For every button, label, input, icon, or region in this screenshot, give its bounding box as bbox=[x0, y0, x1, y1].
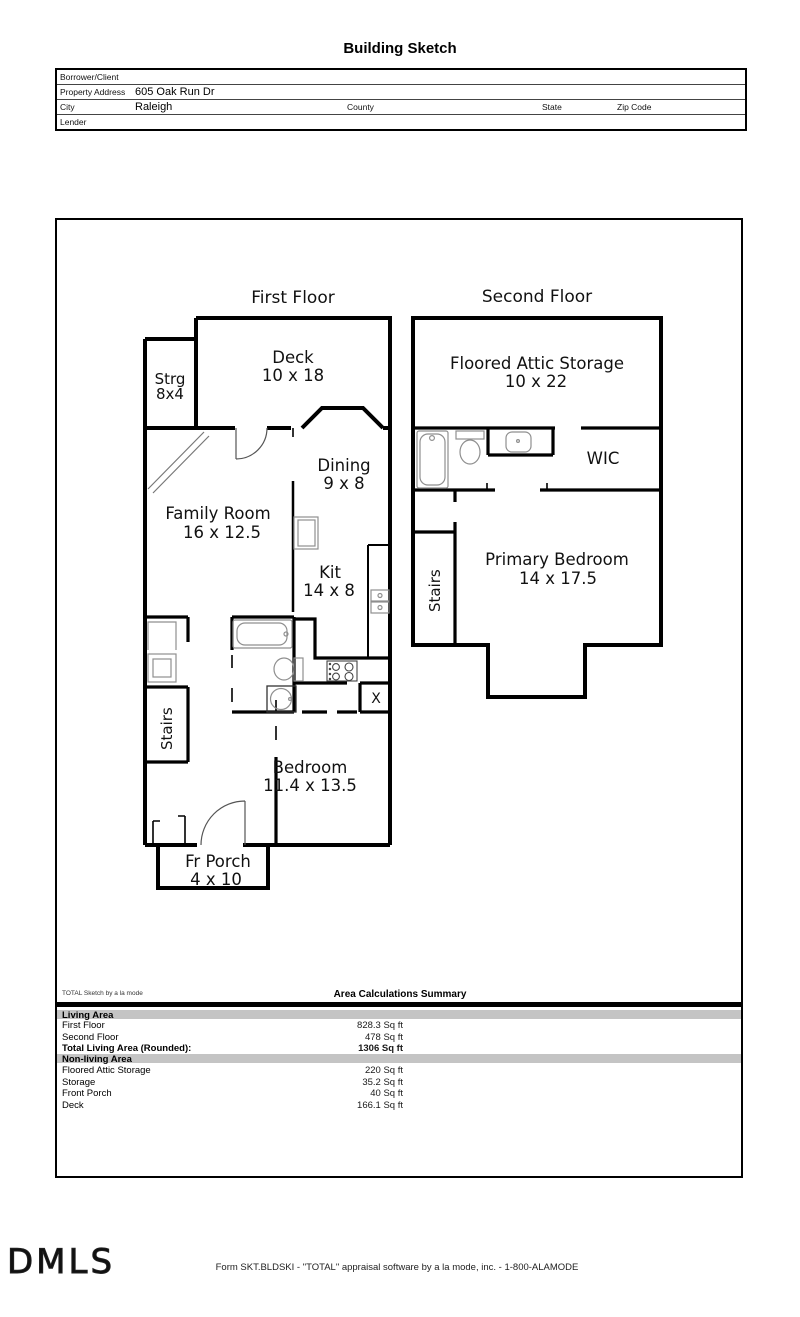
living-area-header: Living Area bbox=[62, 1009, 114, 1021]
upstairs-sink-faucet bbox=[515, 439, 520, 444]
borrower-label: Borrower/Client bbox=[60, 72, 119, 82]
nonliving-area-header: Non-living Area bbox=[62, 1053, 132, 1065]
nonliving-row-label: Floored Attic Storage bbox=[62, 1065, 151, 1076]
stove-fixture bbox=[326, 660, 358, 682]
second-floor-wall-ticks bbox=[486, 483, 548, 490]
living-area-band bbox=[57, 1010, 741, 1019]
storage-label: Strg bbox=[155, 370, 186, 388]
dining-cabinet-fixture bbox=[293, 516, 319, 550]
zip-code-label: Zip Code bbox=[617, 102, 652, 112]
nonliving-row-value: 220 Sq ft bbox=[364, 1065, 403, 1076]
row-property-address: Property Address 605 Oak Run Dr bbox=[57, 85, 745, 100]
total-sketch-watermark: TOTAL Sketch by a la mode bbox=[62, 990, 143, 997]
page-title: Building Sketch bbox=[343, 40, 457, 57]
first-floor-interior-walls bbox=[146, 615, 392, 845]
primary-bedroom-label: Primary Bedroom bbox=[485, 550, 629, 569]
toilet-bowl bbox=[273, 657, 295, 681]
living-total-label: Total Living Area (Rounded): bbox=[62, 1043, 192, 1054]
summary-divider-bar bbox=[57, 1002, 741, 1007]
property-address-value: 605 Oak Run Dr bbox=[135, 86, 215, 98]
room-labels: Deck 10 x 18 Strg 8x4 Dining 9 x 8 Famil… bbox=[155, 348, 629, 889]
upstairs-bathtub-faucet bbox=[429, 435, 436, 442]
dining-label: Dining bbox=[317, 456, 370, 475]
front-porch-label: Fr Porch bbox=[185, 852, 251, 871]
attic-storage-label: Floored Attic Storage bbox=[450, 354, 624, 373]
bathtub-fixture bbox=[232, 619, 293, 649]
state-label: State bbox=[542, 102, 562, 112]
bath-vanity bbox=[266, 685, 297, 713]
lender-label: Lender bbox=[60, 117, 87, 127]
dmls-logo: DMLS bbox=[7, 1242, 115, 1282]
living-row-label: Second Floor bbox=[62, 1031, 119, 1043]
first-floor-wall-ticks bbox=[152, 428, 294, 845]
upstairs-sink bbox=[505, 431, 532, 453]
nonliving-area-band bbox=[57, 1054, 741, 1063]
second-floor-interior-walls bbox=[413, 426, 661, 645]
row-lender: Lender bbox=[57, 115, 745, 130]
floor-titles: First Floor Second Floor bbox=[251, 287, 592, 308]
bath-sink-faucet bbox=[288, 696, 293, 701]
bedroom-label: Bedroom bbox=[273, 758, 348, 777]
dining-dims: 9 x 8 bbox=[323, 474, 364, 493]
bathtub-faucet bbox=[283, 631, 289, 637]
upstairs-toilet-bowl bbox=[459, 439, 481, 465]
second-floor-stairs-label: Stairs bbox=[426, 569, 444, 612]
area-summary-title: Area Calculations Summary bbox=[333, 989, 467, 1000]
family-room-diagonal-feature bbox=[147, 431, 210, 494]
first-floor-stairs-label: Stairs bbox=[158, 707, 176, 750]
first-floor-fixtures bbox=[147, 516, 319, 711]
nonliving-row-label: Front Porch bbox=[62, 1088, 112, 1099]
primary-bedroom-dims: 14 x 17.5 bbox=[519, 569, 597, 588]
nonliving-row-label: Storage bbox=[62, 1076, 96, 1088]
dryer-inner bbox=[152, 658, 172, 678]
nonliving-row-value: 35.2 Sq ft bbox=[362, 1076, 403, 1088]
city-value: Raleigh bbox=[135, 101, 173, 113]
nonliving-row-value: 40 Sq ft bbox=[370, 1088, 403, 1099]
first-floor-title: First Floor bbox=[251, 288, 334, 308]
wic-label: WIC bbox=[587, 449, 620, 468]
family-room-dims: 16 x 12.5 bbox=[183, 523, 261, 542]
storage-dims: 8x4 bbox=[156, 385, 184, 403]
deck-dims: 10 x 18 bbox=[262, 366, 324, 385]
upstairs-bathtub bbox=[416, 430, 449, 489]
property-address-label: Property Address bbox=[60, 87, 126, 97]
attic-storage-dims: 10 x 22 bbox=[505, 372, 567, 391]
form-footer-text: Form SKT.BLDSKI - "TOTAL" appraisal soft… bbox=[215, 1262, 579, 1273]
washer-fixture bbox=[147, 621, 177, 650]
sketch-border-box bbox=[55, 218, 743, 1178]
kitchen-sink-fixture bbox=[370, 589, 390, 614]
laundry-x-mark: X bbox=[371, 691, 381, 707]
bedroom-dims: 11.4 x 13.5 bbox=[263, 776, 357, 795]
family-room-label: Family Room bbox=[165, 504, 270, 523]
second-floor-title: Second Floor bbox=[482, 287, 592, 307]
living-total-value: 1306 Sq ft bbox=[358, 1043, 403, 1054]
row-city: City Raleigh County State Zip Code bbox=[57, 100, 745, 115]
living-row-value: 478 Sq ft bbox=[364, 1031, 403, 1043]
county-label: County bbox=[347, 102, 374, 112]
property-info-table: Borrower/Client Property Address 605 Oak… bbox=[55, 68, 747, 131]
bathtub-inner bbox=[236, 622, 288, 646]
upstairs-bathtub-inner bbox=[419, 433, 446, 486]
dining-cabinet-inner bbox=[297, 519, 316, 547]
living-row-value: 828.3 Sq ft bbox=[357, 1020, 403, 1031]
row-borrower: Borrower/Client bbox=[57, 70, 745, 85]
deck-label: Deck bbox=[272, 348, 314, 367]
front-porch-dims: 4 x 10 bbox=[190, 870, 242, 889]
first-floor-outer-walls bbox=[143, 316, 392, 890]
first-floor-doors bbox=[200, 427, 268, 846]
upstairs-toilet-tank bbox=[455, 430, 485, 440]
living-row-label: First Floor bbox=[62, 1020, 105, 1031]
dryer-fixture bbox=[147, 653, 177, 683]
nonliving-row-value: 166.1 Sq ft bbox=[357, 1099, 403, 1111]
city-label: City bbox=[60, 102, 75, 112]
kitchen-dims: 14 x 8 bbox=[303, 581, 355, 600]
nonliving-row-label: Deck bbox=[62, 1099, 84, 1111]
kitchen-label: Kit bbox=[319, 563, 341, 582]
second-floor-fixtures bbox=[416, 430, 532, 489]
dmls-logo-text: DMLS bbox=[7, 1242, 115, 1282]
kitchen-counter-edge bbox=[367, 544, 390, 658]
